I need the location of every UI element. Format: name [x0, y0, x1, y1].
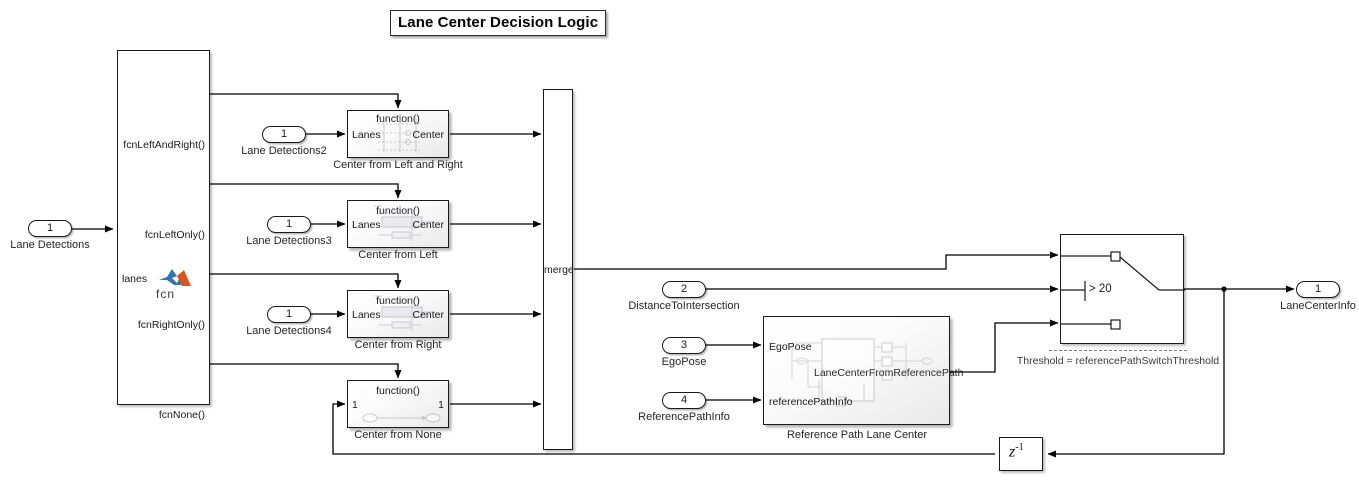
subsystem-center-from-left[interactable]: function() Lanes Center — [347, 200, 449, 248]
subsystem3-output-label: Center — [412, 309, 444, 321]
inport-egopose-label: EgoPose — [661, 356, 707, 368]
threshold-annotation: Threshold = referencePathSwitchThreshold — [1016, 355, 1220, 367]
unit-delay-label: z-1 — [1009, 442, 1024, 461]
inport-lane-detections[interactable]: 1 — [28, 220, 72, 237]
switch-block[interactable]: > 20 — [1060, 234, 1185, 344]
subsystem2-name: Center from Left — [358, 249, 438, 261]
refpath-input-label-referencepathinfo: referencePathInfo — [769, 396, 853, 408]
inport-distance-to-intersection-label: DistanceToIntersection — [628, 300, 740, 312]
line-fcnrightonly — [210, 273, 402, 289]
subsystem3-top-label: function() — [376, 295, 420, 307]
inport-reference-path-info-label: ReferencePathInfo — [638, 411, 730, 423]
inport-reference-path-info[interactable]: 4 — [662, 392, 706, 409]
subsystem-center-from-left-and-right[interactable]: function() Lanes Center — [347, 110, 449, 158]
inport-lane-detections4-label: Lane Detections4 — [246, 325, 332, 337]
refpath-subsystem-name: Reference Path Lane Center — [786, 429, 928, 441]
subsystem3-input-label: Lanes — [352, 309, 381, 321]
subsystem2-top-label: function() — [376, 205, 420, 217]
subsystem4-input-label: 1 — [352, 399, 358, 411]
subsystem-center-from-none[interactable]: function() 1 1 — [347, 380, 449, 428]
inport-lane-detections2-label: Lane Detections2 — [241, 145, 327, 157]
inport-lane-detections-label: Lane Detections — [10, 239, 90, 251]
subsystem-reference-path-lane-center[interactable]: EgoPose referencePathInfo LaneCenterFrom… — [763, 316, 963, 425]
refpath-input-label-egopose: EgoPose — [769, 341, 812, 353]
fcn-output-label-leftandright: fcnLeftAndRight() — [123, 139, 205, 151]
subsystem1-name: Center from Left and Right — [333, 159, 463, 171]
line-merge-to-switch — [574, 251, 1059, 270]
line-fcnleftandright — [210, 93, 402, 109]
subsystem1-output-label: Center — [412, 129, 444, 141]
outport-lanecenterinfo-label: LaneCenterInfo — [1280, 300, 1356, 312]
subsystem-center-from-right[interactable]: function() Lanes Center — [347, 290, 449, 338]
line-fcnleftonly — [210, 183, 402, 199]
unit-delay-z: z — [1009, 443, 1016, 461]
inport-egopose[interactable]: 3 — [662, 337, 706, 354]
line-delay-to-sub4 — [332, 400, 995, 455]
unit-delay-exponent: -1 — [1015, 442, 1024, 453]
matlab-membrane-icon — [159, 269, 191, 286]
line-refpath-to-switch — [950, 319, 1059, 373]
threshold-dashed-divider — [1049, 350, 1187, 351]
matlab-function-block[interactable]: lanes fcn fcnLeftAndRight() fcnLeftOnly(… — [117, 50, 210, 421]
inport-lane-detections4[interactable]: 1 — [267, 306, 311, 323]
switch-criteria-label: > 20 — [1089, 283, 1112, 295]
outport-lanecenterinfo[interactable]: 1 — [1296, 281, 1340, 298]
subsystem4-top-label: function() — [376, 385, 420, 397]
merge-block[interactable]: merge — [543, 89, 574, 450]
subsystem1-input-label: Lanes — [352, 129, 381, 141]
inport-distance-to-intersection[interactable]: 2 — [662, 281, 706, 298]
fcn-output-label-none: fcnNone() — [158, 409, 205, 421]
title-annotation: Lane Center Decision Logic — [390, 10, 607, 36]
inport-lane-detections2[interactable]: 1 — [262, 126, 306, 143]
line-feedback-to-delay — [1047, 289, 1225, 458]
switch-inner-graphic — [1061, 251, 1185, 330]
fcn-output-label-rightonly: fcnRightOnly() — [137, 319, 205, 331]
merge-block-label: merge — [544, 264, 574, 276]
fcn-input-port-label: lanes — [122, 273, 148, 285]
subsystem1-top-label: function() — [376, 113, 420, 125]
subsystem4-name: Center from None — [354, 429, 442, 441]
fcn-output-label-leftonly: fcnLeftOnly() — [144, 229, 205, 241]
inport-lane-detections3-label: Lane Detections3 — [246, 235, 332, 247]
subsystem3-name: Center from Right — [354, 339, 442, 351]
refpath-inner-label: LaneCenterFromReferencePath — [814, 367, 964, 379]
subsystem2-output-label: Center — [412, 219, 444, 231]
unit-delay-block[interactable]: z-1 — [999, 437, 1043, 471]
fcn-logo-label: fcn — [156, 287, 176, 301]
inport-lane-detections3[interactable]: 1 — [267, 216, 311, 233]
subsystem2-input-label: Lanes — [352, 219, 381, 231]
line-fcnnone — [210, 363, 402, 379]
subsystem4-output-label: 1 — [438, 399, 444, 411]
